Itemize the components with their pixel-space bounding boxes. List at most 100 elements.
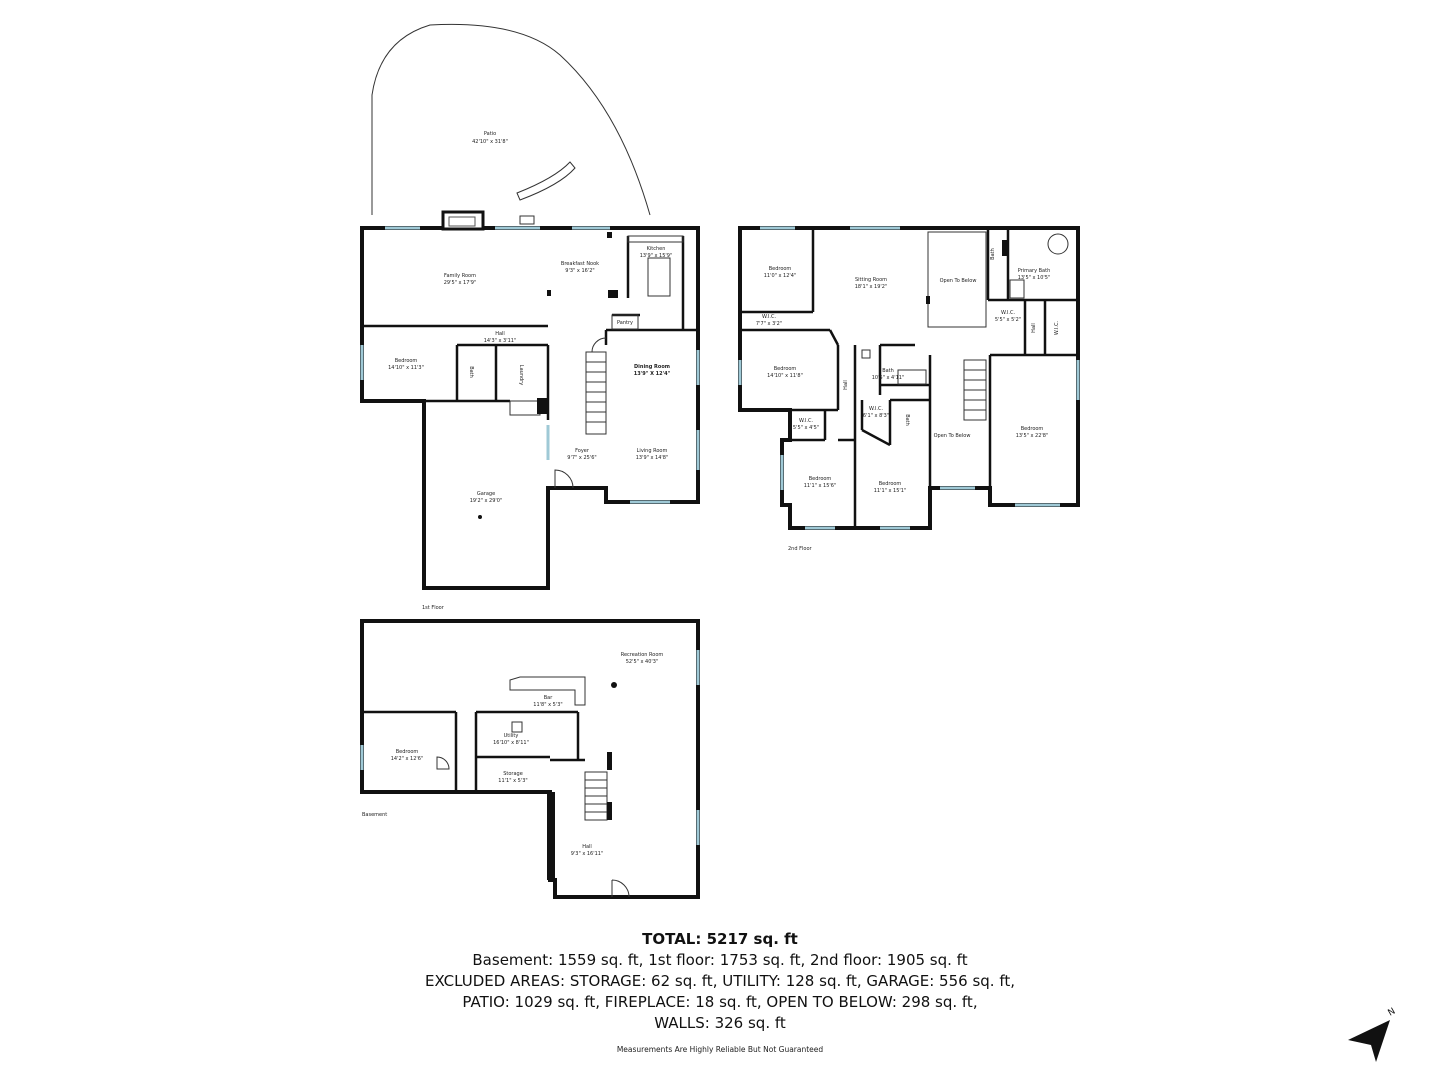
bathtub (897, 369, 927, 385)
garage-steps (509, 400, 541, 416)
room-label: Primary Bath (1018, 268, 1051, 274)
north-label: N (1387, 1007, 1398, 1019)
floor-drain (611, 682, 617, 688)
room-label: Bedroom (809, 476, 832, 482)
room-label: Open To Below (934, 433, 971, 439)
room-label: Living Room (637, 448, 668, 454)
door-swing (554, 469, 574, 489)
basement-plan: Recreation Room 52'5" x 40'3" Bar 11'8" … (360, 619, 700, 899)
column (607, 802, 612, 820)
column (926, 296, 930, 304)
interior-wall (861, 428, 891, 447)
room-label: Patio (484, 131, 496, 137)
basement-wall-thick (547, 792, 555, 880)
room-dims: 42'10" x 31'8" (472, 139, 508, 145)
room-dims: 9'3" x 16'11" (571, 851, 604, 857)
room-dims: 14'10" x 11'8" (767, 373, 803, 379)
room-label: Hall (843, 380, 849, 390)
room-label: Kitchen (647, 246, 666, 252)
shower (1009, 279, 1025, 299)
room-label: Sitting Room (855, 277, 887, 283)
room-dims: 9'3" x 16'2" (565, 268, 594, 274)
room-label: W.I.C. (799, 418, 814, 424)
first-floor-plan: Patio 42'10" x 31'8" Family Room 29'5" x… (360, 23, 700, 611)
interior-wall (828, 329, 840, 346)
patio-outline (371, 23, 651, 216)
room-label: Bath (882, 368, 894, 374)
room-dims: 6'1" x 8'3" (863, 413, 889, 419)
room-label: Bath (990, 248, 996, 260)
room-label: Family Room (444, 273, 476, 279)
room-label: Dining Room (634, 364, 670, 370)
area-summary: TOTAL: 5217 sq. ft Basement: 1559 sq. ft… (300, 928, 1140, 1034)
room-label: Utility (504, 733, 519, 739)
room-dims: 29'5" x 17'9" (444, 280, 477, 286)
room-label: W.I.C. (1054, 321, 1060, 336)
floor-label: Basement (362, 812, 387, 818)
patio-step (519, 215, 535, 225)
column (607, 232, 612, 238)
utility-equipment (511, 721, 523, 733)
summary-line: PATIO: 1029 sq. ft, FIREPLACE: 18 sq. ft… (462, 993, 978, 1011)
basement-stairs (584, 771, 608, 821)
room-dims: 5'5" x 5'2" (995, 317, 1021, 323)
room-dims: 13'9" X 12'4" (634, 371, 671, 377)
room-label: W.I.C. (762, 314, 777, 320)
room-label: Laundry (518, 365, 524, 385)
fixture (861, 349, 871, 359)
room-label: Bedroom (879, 481, 902, 487)
summary-line: EXCLUDED AREAS: STORAGE: 62 sq. ft, UTIL… (425, 972, 1015, 990)
room-label: W.I.C. (869, 406, 884, 412)
room-dims: 5'5" x 4'5" (793, 425, 819, 431)
room-dims: 13'5" x 10'5" (1018, 275, 1051, 281)
column (547, 290, 551, 296)
patio-bench (516, 161, 576, 201)
room-dims: 18'1" x 19'2" (855, 284, 888, 290)
room-label: Storage (503, 771, 523, 777)
room-dims: 14'3" x 3'11" (484, 338, 517, 344)
room-label: Bath (904, 414, 910, 426)
room-label: Hall (495, 331, 505, 337)
bathtub (1047, 233, 1069, 255)
room-dims: 9'7" x 25'6" (567, 455, 596, 461)
room-dims: 7'7" x 3'2" (756, 321, 782, 327)
room-dims: 11'0" x 12'4" (764, 273, 797, 279)
fireplace-hearth (448, 216, 476, 227)
room-dims: 19'2" x 29'0" (470, 498, 503, 504)
floor-label: 2nd Floor (788, 546, 812, 552)
first-floor-stairs (585, 351, 607, 435)
second-floor-stairs (963, 359, 987, 421)
room-label: Bath (468, 366, 474, 378)
kitchen-counter (627, 235, 684, 243)
column (1002, 240, 1007, 256)
room-dims: 11'8" x 5'3" (533, 702, 562, 708)
total-area: TOTAL: 5217 sq. ft (642, 930, 798, 948)
room-label: Bedroom (396, 749, 419, 755)
room-dims: 13'9" x 14'8" (636, 455, 669, 461)
summary-line: WALLS: 326 sq. ft (654, 1014, 786, 1032)
door-swing (611, 879, 630, 898)
room-label: Bedroom (769, 266, 792, 272)
pantry-box (611, 314, 639, 330)
room-label: Garage (477, 491, 495, 497)
room-dims: 11'1" x 15'1" (874, 488, 907, 494)
room-dims: 10'5" x 4'11" (872, 375, 905, 381)
door-swing (591, 337, 607, 353)
room-dims: 11'1" x 5'3" (498, 778, 527, 784)
kitchen-island (647, 257, 671, 297)
room-dims: 14'2" x 12'6" (391, 756, 424, 762)
open-to-below-area (927, 231, 987, 328)
column (607, 752, 612, 770)
summary-line: Basement: 1559 sq. ft, 1st floor: 1753 s… (472, 951, 968, 969)
bar-counter (509, 676, 586, 706)
room-label: Foyer (575, 448, 590, 454)
room-dims: 52'5" x 40'3" (626, 659, 659, 665)
room-label: Breakfast Nook (561, 261, 599, 267)
room-dims: 13'5" x 22'8" (1016, 433, 1049, 439)
room-label: Pantry (617, 320, 633, 326)
floor-drain (478, 515, 482, 519)
room-label: Recreation Room (621, 652, 664, 658)
room-label: Hall (582, 844, 592, 850)
room-label: Bedroom (774, 366, 797, 372)
